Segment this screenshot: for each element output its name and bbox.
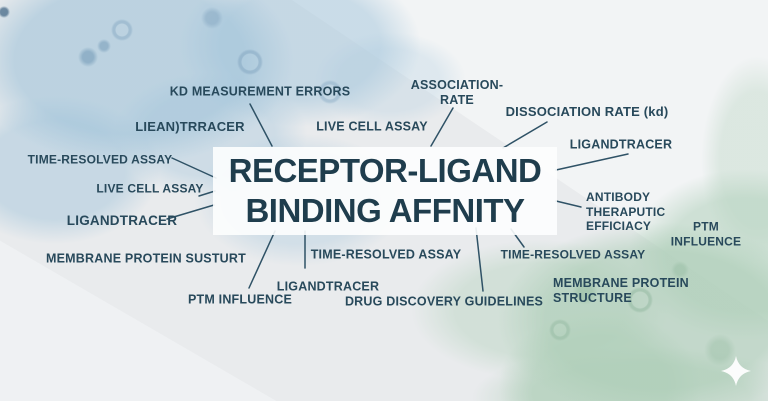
topic-label-ligandtracer-bottom: LIGANDTRACER [276,279,380,294]
connector-line [248,230,276,289]
connector-line [198,190,216,197]
topic-label-membrane-protein-structure: MEMBRANE PROTEIN STRUCTURE [553,275,689,305]
topic-label-ligandtracer-right: LIGANDTRACER [569,137,673,152]
connector-line [502,121,548,149]
topic-label-kd-measurement-errors: KD MEASUREMENT ERRORS [169,84,351,99]
connector-line [555,200,582,208]
topic-label-lieantrracer-top-left: LIEAN)TRRACER [135,119,245,135]
topic-label-live-cell-assay-left: LIVE CELL ASSAY [96,181,204,196]
topic-label-antibody-theraputic-efficiacy: ANTIBODY THERAPUTIC EFFICIACY [586,190,666,234]
center-topic-title-line1: RECEPTOR-LIGAND [228,152,542,189]
connector-line [171,157,217,179]
topic-label-association-rate: ASSOCIATION- RATE [410,77,504,107]
connector-line [430,107,454,147]
topic-label-time-resolved-assay-bottom-right: TIME-RESOLVED ASSAY [500,247,646,262]
topic-label-dissociation-rate-kd: DISSOCIATION RATE (kd) [505,104,669,120]
connector-line [249,103,273,147]
topic-label-time-resolved-assay-left: TIME-RESOLVED ASSAY [27,152,173,167]
connector-line [166,204,215,220]
topic-label-drug-discovery-guidelines: DRUG DISCOVERY GUIDELINES [344,294,544,309]
sparkle-logo-icon [721,356,751,386]
topic-label-membrane-protein-susturt: MEMBRANE PROTEIN SUSTURT [46,251,246,266]
topic-label-time-resolved-assay-bottom-middle: TIME-RESOLVED ASSAY [310,247,462,262]
center-topic-box: RECEPTOR-LIGAND BINDING AFFNITY [213,147,557,235]
topic-label-ligandtracer-left: LIGANDTRACER [66,212,178,228]
topic-label-ptm-influence-bottom-left: PTM INFLUENCE [188,292,292,307]
topic-label-ptm-influence-right: PTM INFLUENCE [670,219,742,248]
connector-line [555,153,629,171]
center-topic-title-line2: BINDING AFFNITY [245,192,525,229]
topic-label-live-cell-assay-top: LIVE CELL ASSAY [316,119,428,134]
connector-line [475,227,484,292]
